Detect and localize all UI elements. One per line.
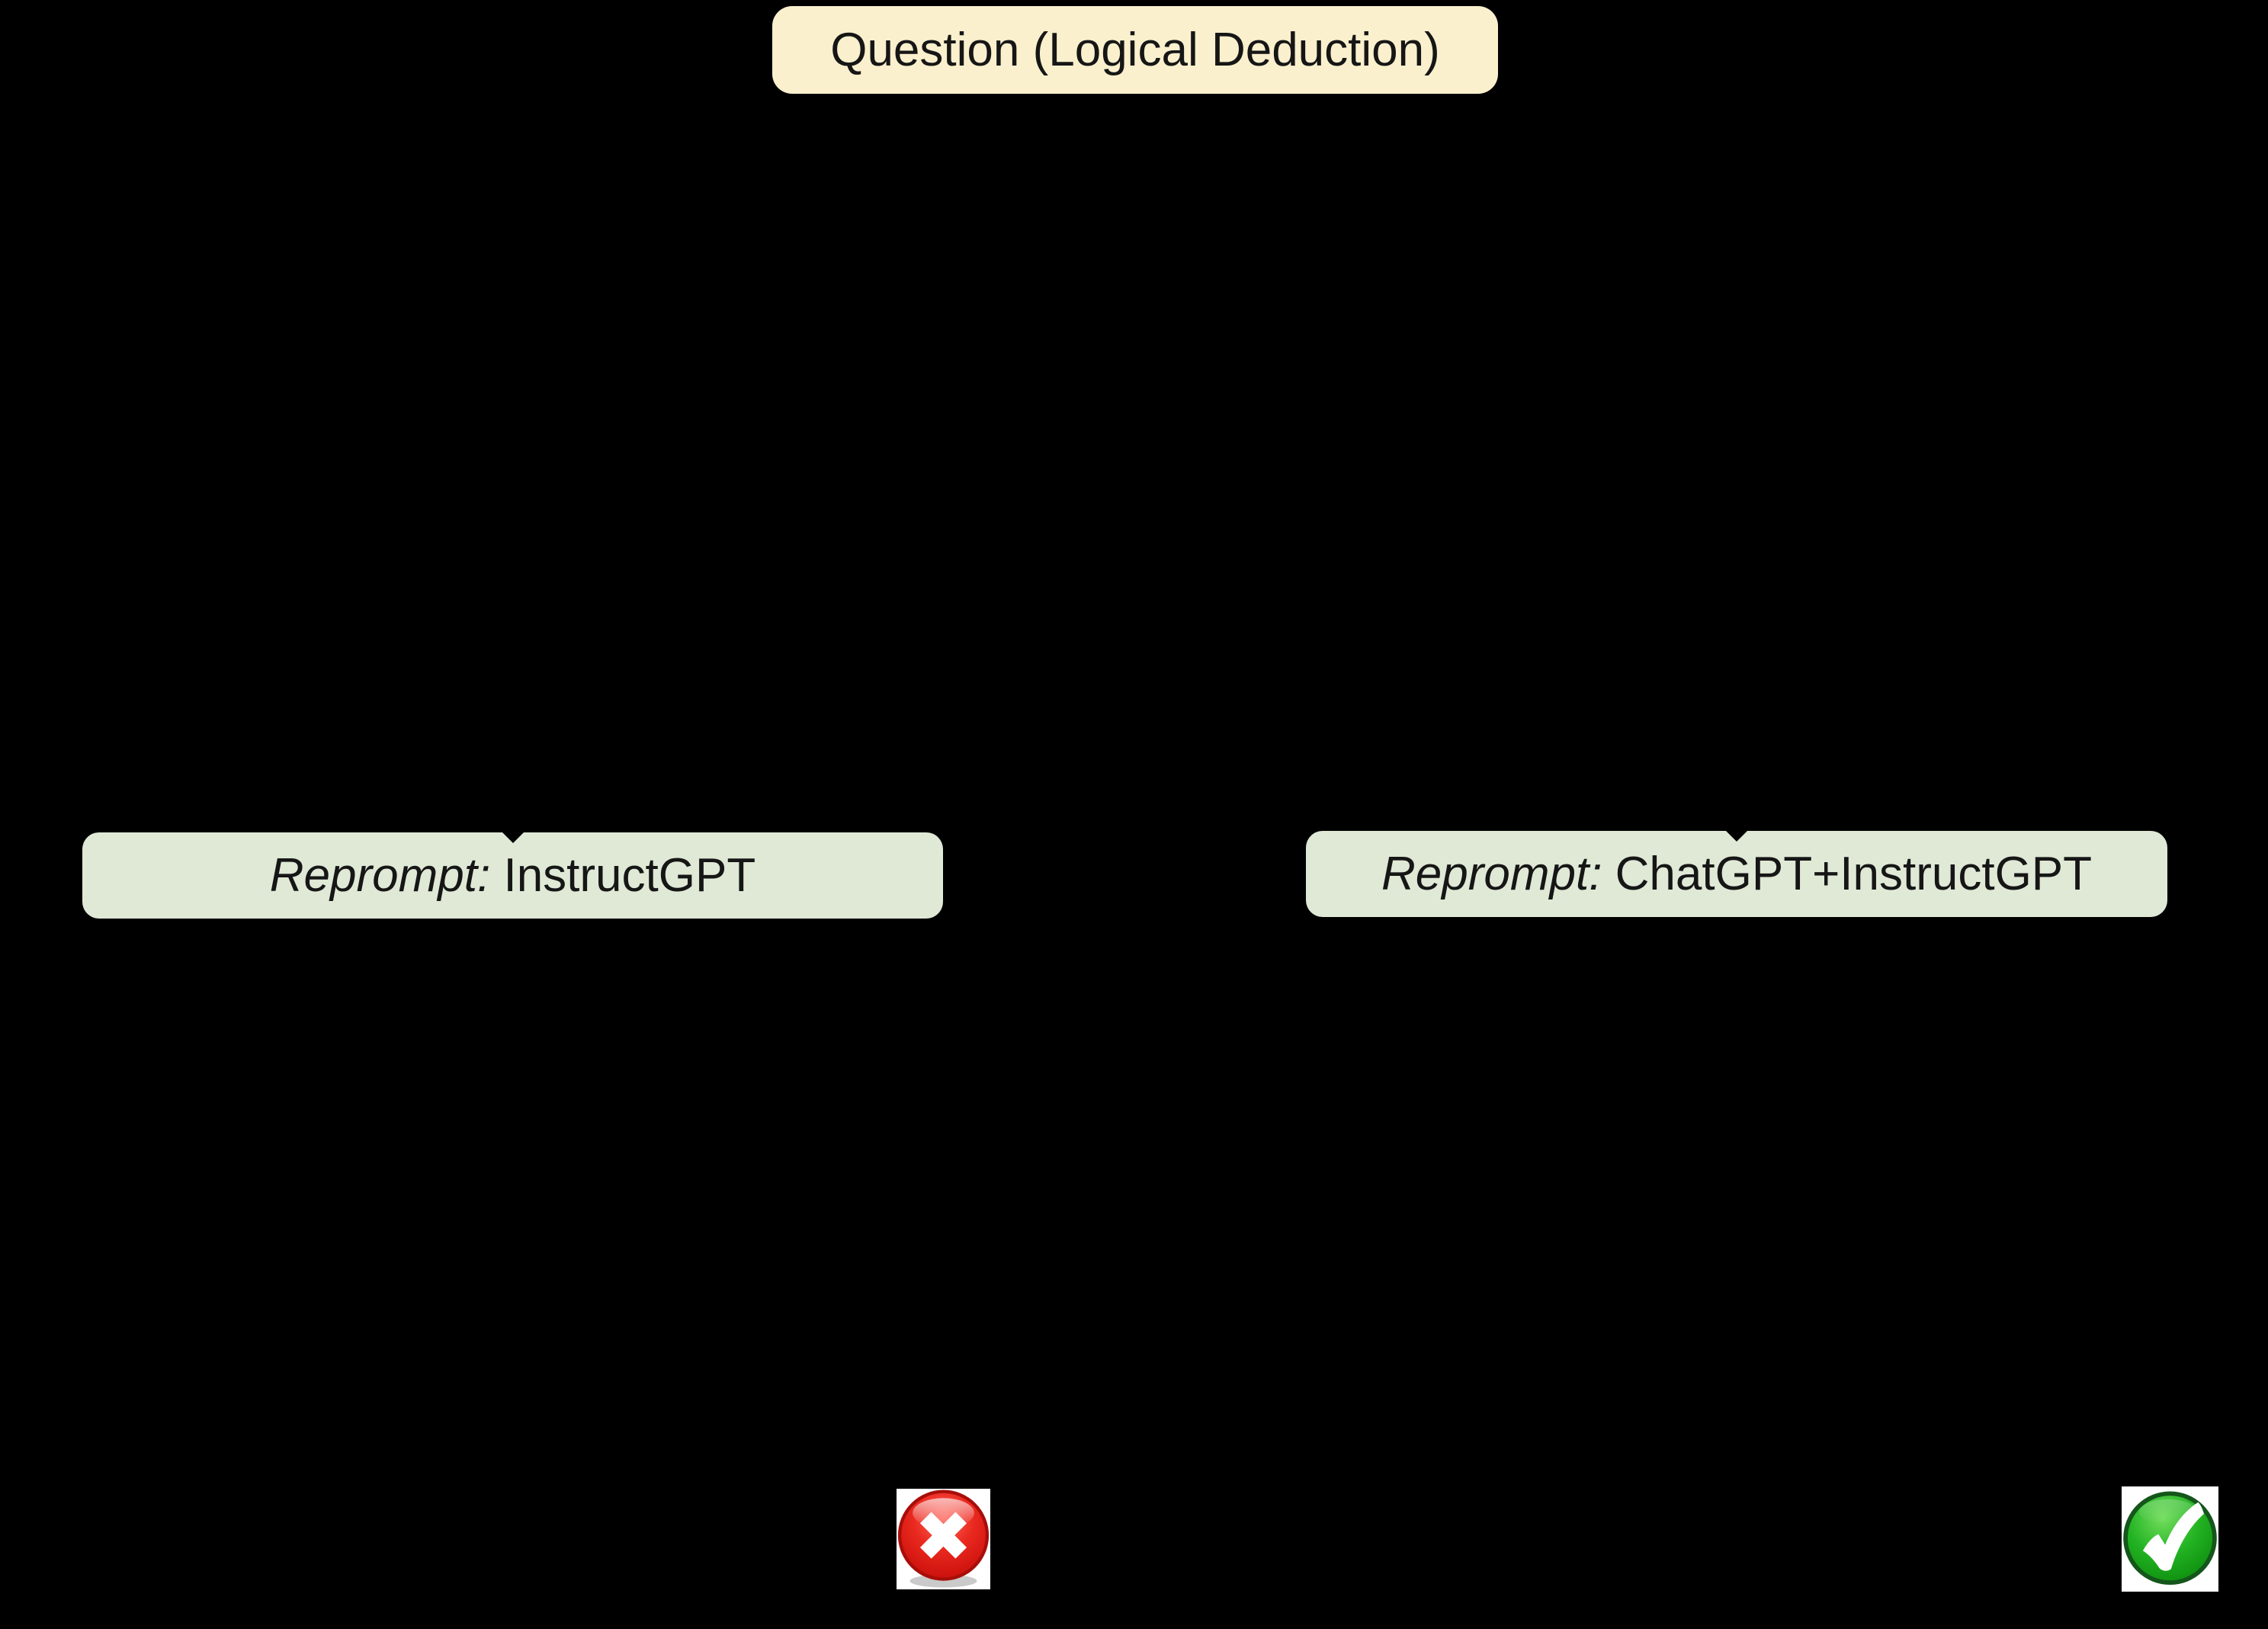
arrowhead-notch-icon — [1714, 819, 1760, 842]
question-label: Question (Logical Deduction) — [830, 24, 1440, 76]
red-cross-icon — [897, 1490, 990, 1588]
reprompt-prefix-label: Reprompt: — [1381, 848, 1602, 900]
reprompt-model-label: ChatGPT+InstructGPT — [1615, 848, 2093, 900]
arrowhead-notch-icon — [489, 820, 536, 843]
reprompt-model-label: InstructGPT — [503, 849, 756, 902]
reprompt-box-instructgpt: Reprompt: InstructGPT — [82, 820, 943, 919]
question-box: Question (Logical Deduction) — [772, 6, 1498, 94]
reprompt-box-chatgpt-instructgpt: Reprompt: ChatGPT+InstructGPT — [1306, 819, 2167, 917]
result-incorrect-tile — [897, 1489, 990, 1589]
reprompt-prefix-label: Reprompt: — [269, 849, 491, 902]
green-check-icon — [2123, 1491, 2217, 1586]
result-correct-tile — [2122, 1486, 2218, 1592]
